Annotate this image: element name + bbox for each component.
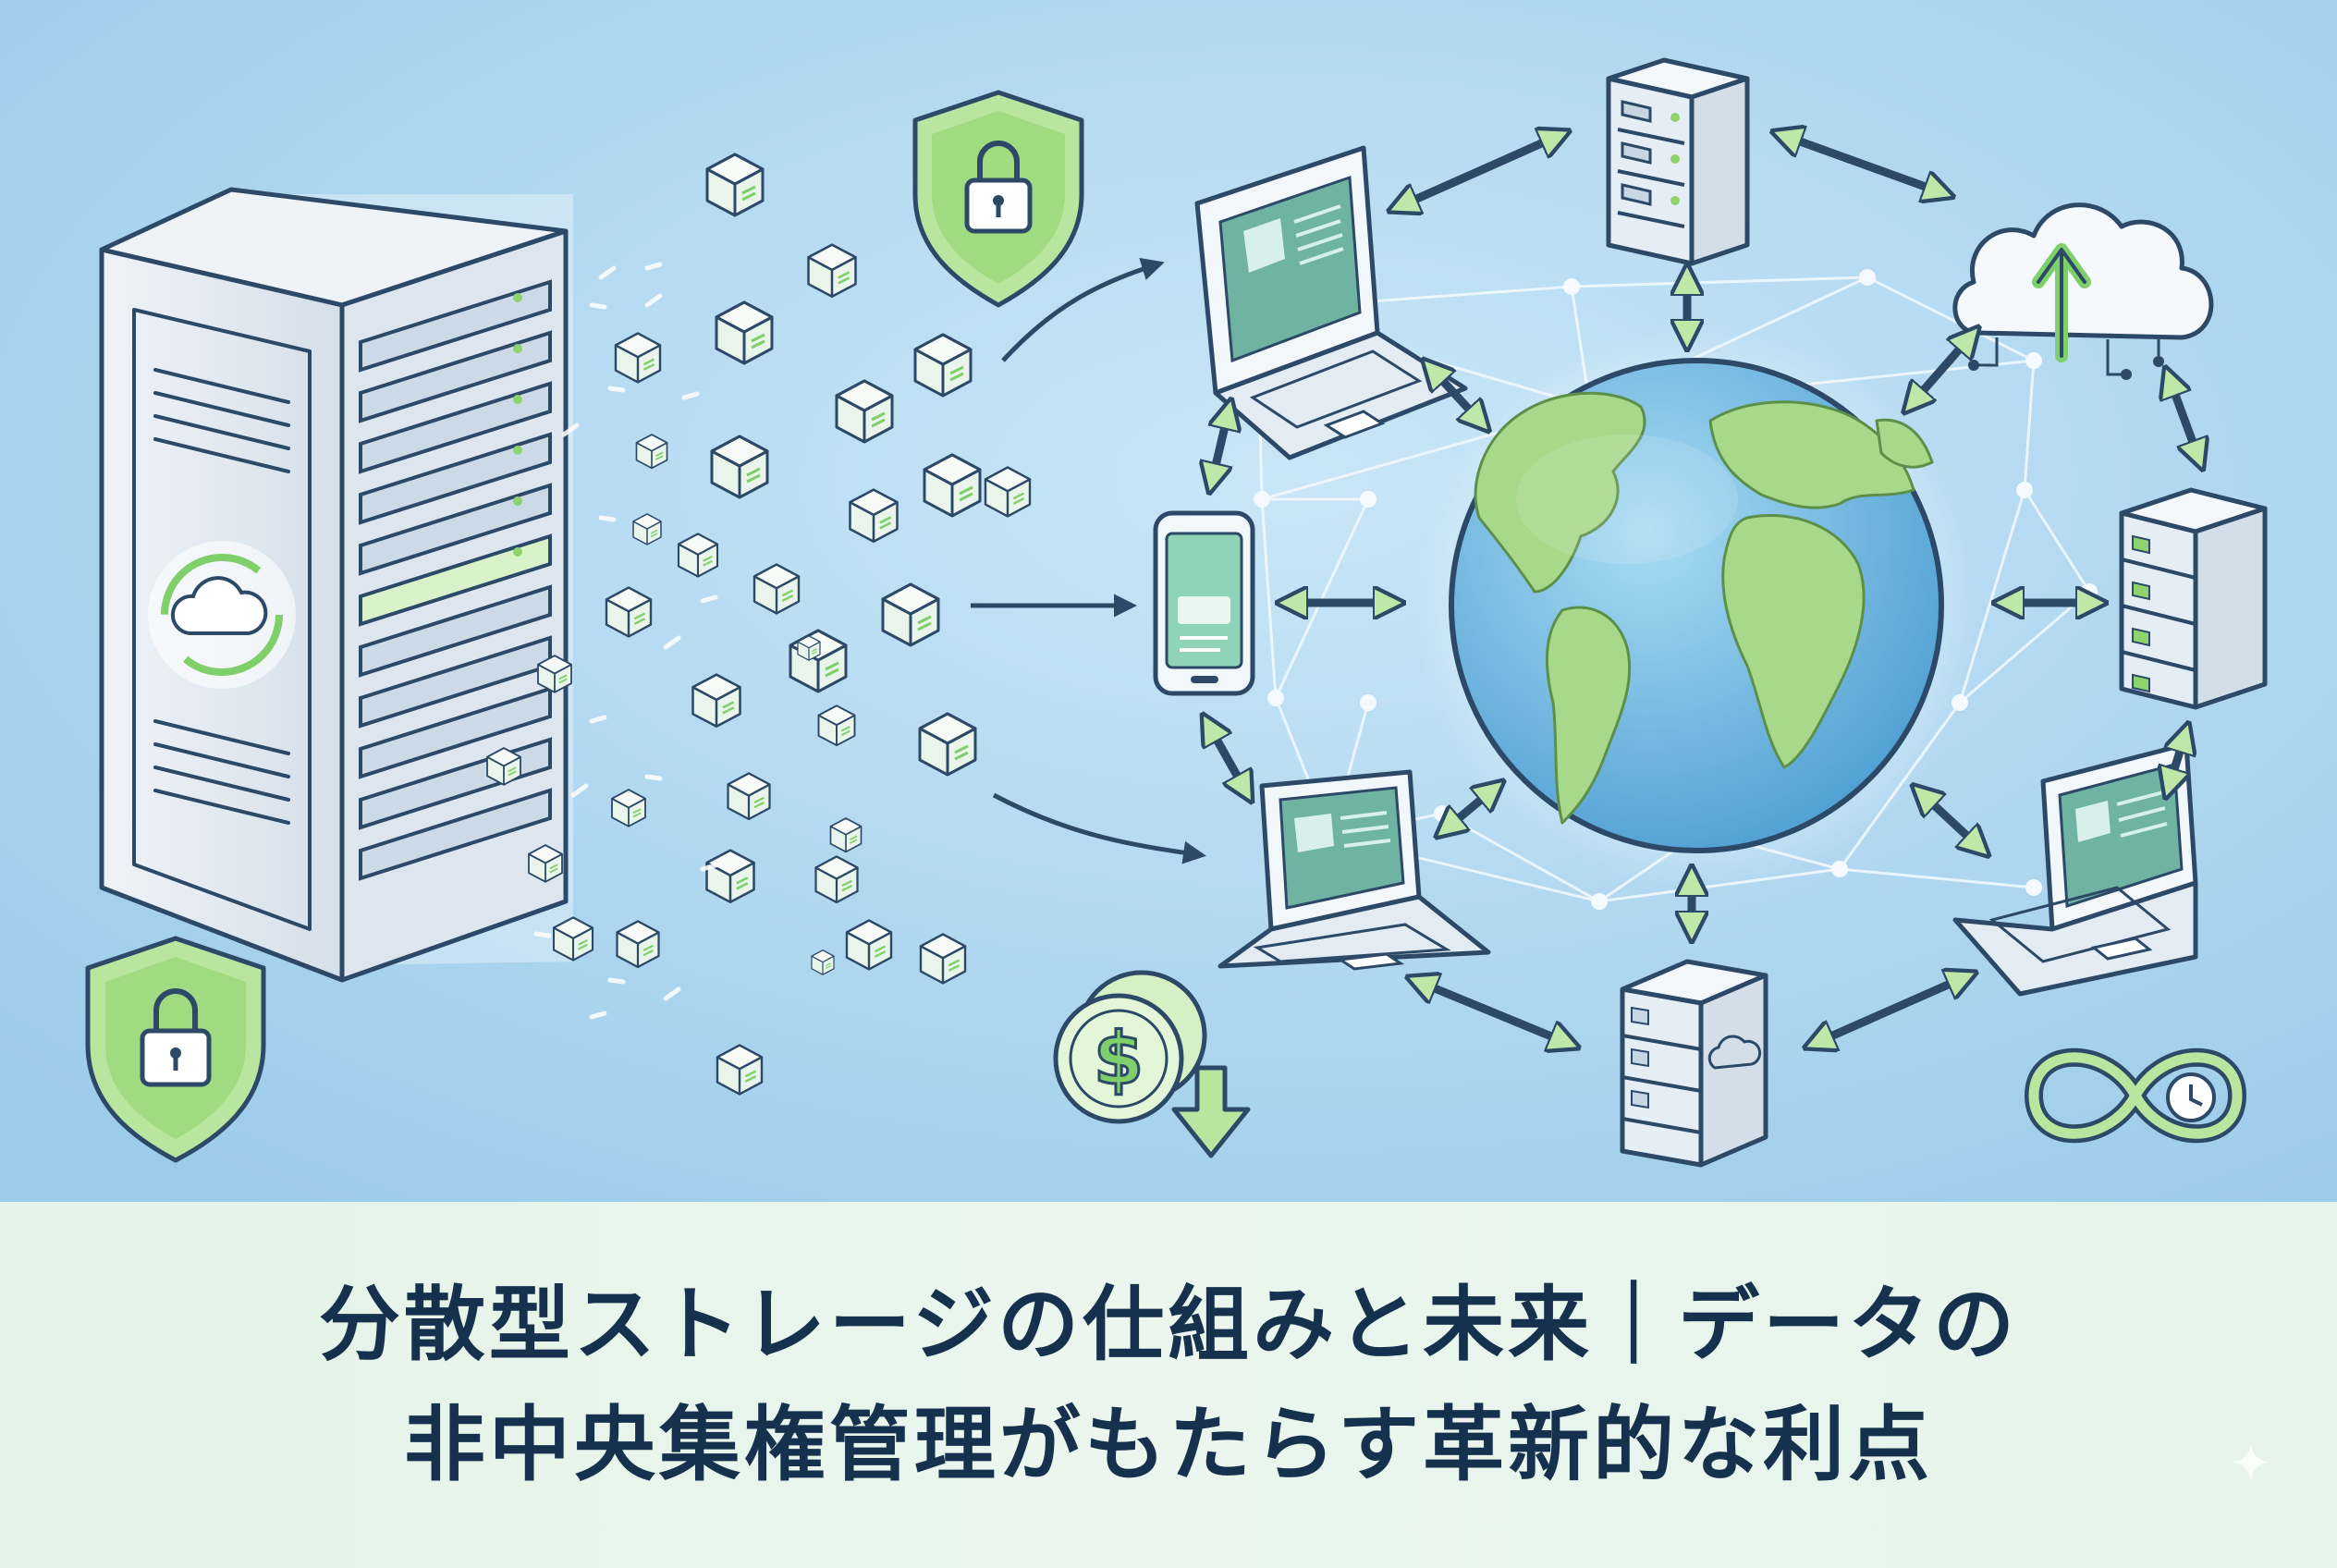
data-cube-icon xyxy=(881,582,940,647)
data-cube-icon xyxy=(616,920,660,969)
sparkle-icon: ✦ xyxy=(2229,1434,2272,1494)
data-cube-icon xyxy=(705,849,755,904)
data-cube-icon xyxy=(835,379,894,444)
laptop-icon xyxy=(1952,741,2198,997)
data-cube-icon xyxy=(614,332,662,384)
server-node-icon xyxy=(2119,487,2268,710)
shield-lock-icon xyxy=(85,936,266,1163)
data-cube-icon xyxy=(715,300,774,365)
data-cube-cluster xyxy=(486,153,1032,1096)
data-cube-icon xyxy=(486,747,521,786)
data-cube-icon xyxy=(984,466,1032,518)
data-cube-icon xyxy=(807,243,857,299)
data-cube-icon xyxy=(632,513,662,545)
data-cube-icon xyxy=(918,712,977,777)
data-cube-icon xyxy=(677,533,719,578)
data-cube-icon xyxy=(752,563,801,615)
laptop-icon xyxy=(1194,145,1468,460)
dollar-down-icon: $ xyxy=(1053,970,1251,1158)
server-node-icon xyxy=(1620,959,1768,1168)
page-title-line-2: 非中央集権管理がもたらす革新的な利点 xyxy=(403,1397,1934,1492)
data-cube-icon xyxy=(605,586,653,638)
data-cube-icon xyxy=(829,817,863,853)
laptop-icon xyxy=(1217,769,1491,971)
cloud-sync-icon xyxy=(148,541,296,689)
smartphone-icon xyxy=(1153,510,1255,696)
flow-arrows xyxy=(971,257,1206,864)
data-cube-icon xyxy=(797,635,821,661)
network-arrows xyxy=(1206,134,2200,1045)
data-cube-icon xyxy=(635,434,668,470)
data-cube-icon xyxy=(727,772,771,821)
data-cube-icon xyxy=(811,949,835,975)
data-cube-icon xyxy=(849,488,899,544)
page-title-line-1: 分散型ストレージの仕組みと未来｜データの xyxy=(318,1277,2019,1372)
data-cube-icon xyxy=(611,789,646,827)
data-cube-icon xyxy=(817,704,856,747)
cloud-upload-icon xyxy=(1952,202,2214,380)
data-cube-icon xyxy=(919,933,967,985)
data-cube-icon xyxy=(814,855,859,904)
svg-text:$: $ xyxy=(1094,1018,1144,1101)
data-cube-icon xyxy=(528,844,563,883)
globe-icon xyxy=(1414,324,1978,888)
data-cube-icon xyxy=(845,919,893,971)
data-cube-icon xyxy=(716,1044,764,1096)
server-node-icon xyxy=(1606,57,1750,266)
title-banner: 分散型ストレージの仕組みと未来｜データの 非中央集権管理がもたらす革新的な利点 … xyxy=(0,1202,2337,1568)
data-cube-icon xyxy=(537,655,572,693)
data-cube-icon xyxy=(705,153,765,217)
infinity-clock-icon xyxy=(2024,1047,2247,1144)
shield-lock-icon xyxy=(912,90,1084,308)
data-cube-icon xyxy=(923,453,982,518)
data-cube-icon xyxy=(789,629,848,693)
data-cube-icon xyxy=(710,435,769,499)
hero-illustration: $ xyxy=(0,0,2337,1202)
data-cube-icon xyxy=(691,673,741,729)
server-rack-icon xyxy=(99,187,573,983)
data-cube-icon xyxy=(552,916,594,962)
data-cube-icon xyxy=(913,333,973,398)
